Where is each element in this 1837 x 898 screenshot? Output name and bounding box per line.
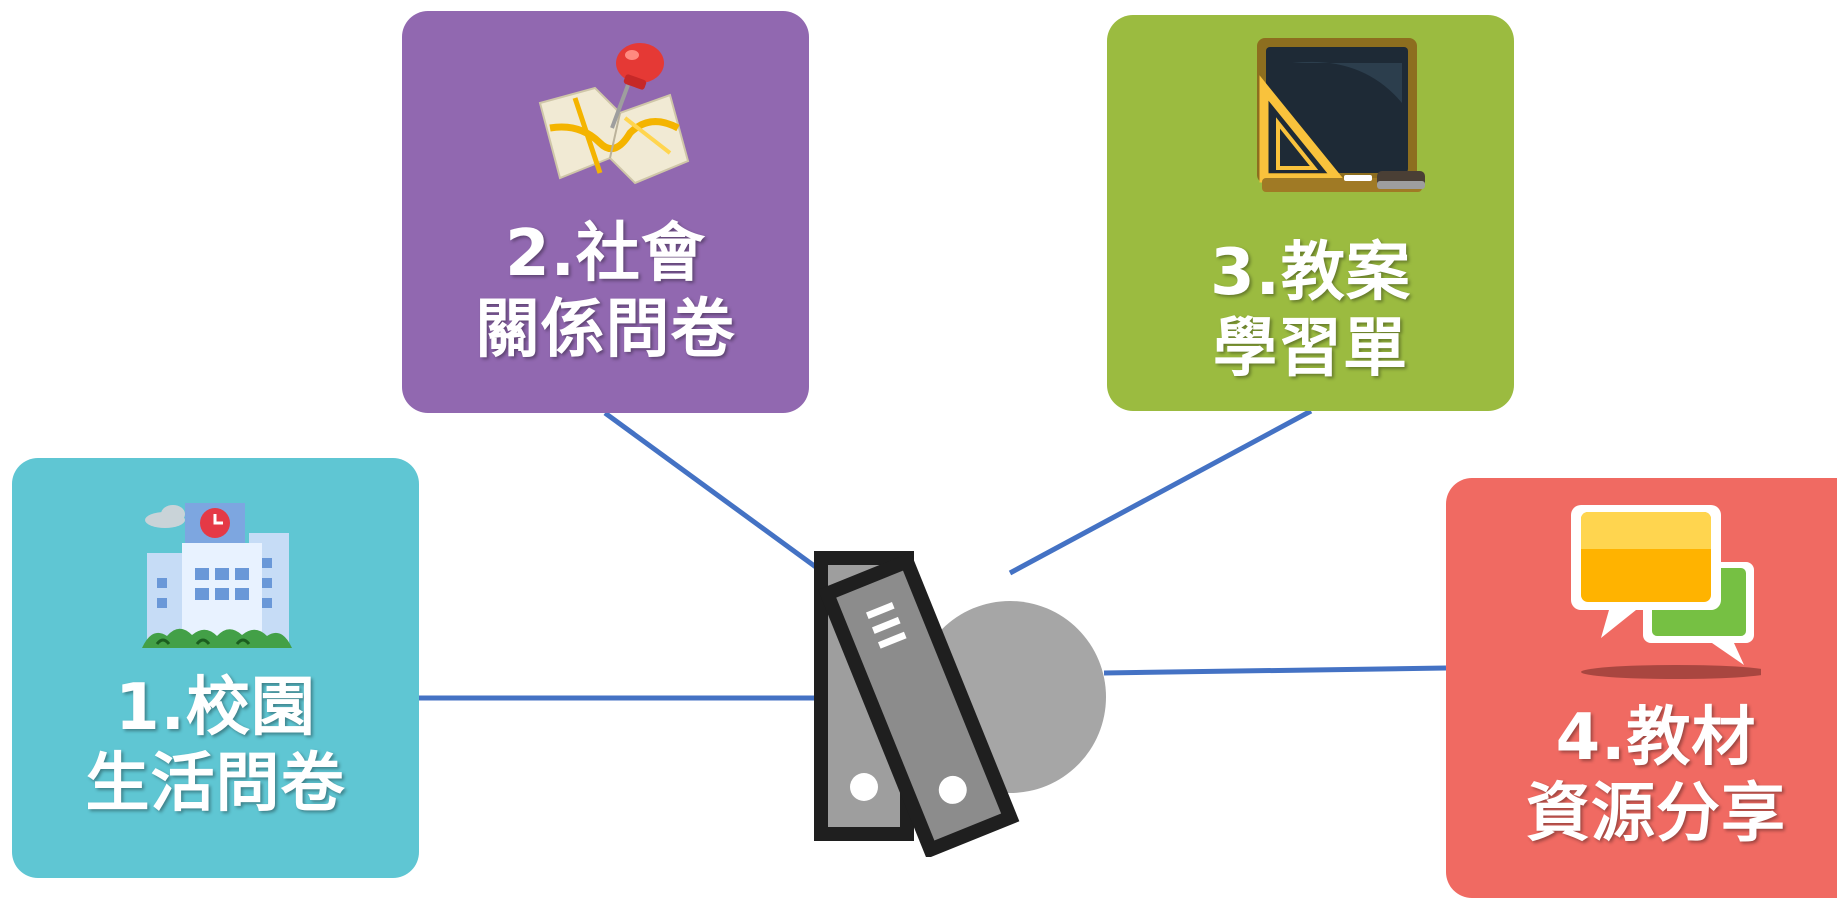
connector-lines	[418, 408, 1447, 701]
tile-3-label-line-1: 3.教案	[1210, 236, 1411, 310]
tile-3-label-line-2: 學習單	[1213, 312, 1408, 386]
chat-bubbles-icon	[1571, 505, 1761, 679]
binders-icon	[814, 551, 1106, 857]
tile-3-label: 3.教案 學習單	[1107, 235, 1514, 387]
tile-campus-life-survey[interactable]: 1.校園 生活問卷	[12, 458, 419, 878]
tile-2-label-line-1: 2.社會	[505, 217, 706, 291]
tile-1-label: 1.校園 生活問卷	[12, 670, 419, 822]
tile-2-label: 2.社會 關係問卷	[402, 216, 809, 368]
school-building-icon	[142, 503, 292, 648]
tile-teaching-material-sharing[interactable]: 4.教材 資源分享	[1446, 478, 1837, 898]
tile-4-label-line-1: 4.教材	[1555, 701, 1757, 775]
connector-tile-3	[1008, 408, 1313, 576]
tile-2-label-line-2: 關係問卷	[475, 293, 736, 367]
map-pin-icon	[538, 43, 690, 185]
chalkboard-icon	[1257, 38, 1425, 192]
tile-lesson-plan-worksheet[interactable]: 3.教案 學習單	[1107, 15, 1514, 411]
binder-leaning	[818, 552, 1020, 857]
tile-1-label-line-2: 生活問卷	[85, 747, 346, 821]
tile-1-label-line-1: 1.校園	[115, 671, 316, 745]
diagram-canvas: 1.校園 生活問卷 2.社會 關係問卷	[12, 11, 1837, 898]
tile-4-label: 4.教材 資源分享	[1446, 700, 1837, 852]
tile-social-relationship-survey[interactable]: 2.社會 關係問卷	[402, 11, 809, 413]
tile-4-label-line-2: 資源分享	[1526, 777, 1786, 851]
connector-tile-4	[1103, 665, 1447, 676]
connector-tile-2	[603, 410, 826, 576]
